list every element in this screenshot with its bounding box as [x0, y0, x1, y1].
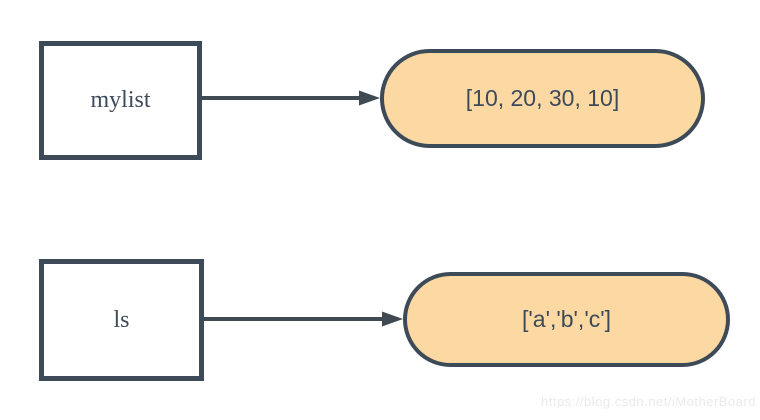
variable-label: mylist — [90, 87, 151, 113]
variable-label: ls — [113, 306, 130, 333]
arrow-head-icon — [359, 90, 380, 106]
variable-box-ls: ls — [39, 259, 204, 381]
value-pill-mylist: [10, 20, 30, 10] — [380, 49, 705, 148]
variable-box-mylist: mylist — [39, 41, 202, 160]
value-label: [10, 20, 30, 10] — [465, 85, 620, 111]
arrow-head-icon — [382, 311, 403, 327]
value-label: ['a','b','c'] — [522, 306, 611, 332]
watermark: https://blog.csdn.net/iMotherBoard — [540, 394, 756, 409]
arrow-connector — [204, 311, 403, 327]
value-pill-ls: ['a','b','c'] — [403, 272, 730, 367]
arrow-connector — [202, 90, 380, 106]
